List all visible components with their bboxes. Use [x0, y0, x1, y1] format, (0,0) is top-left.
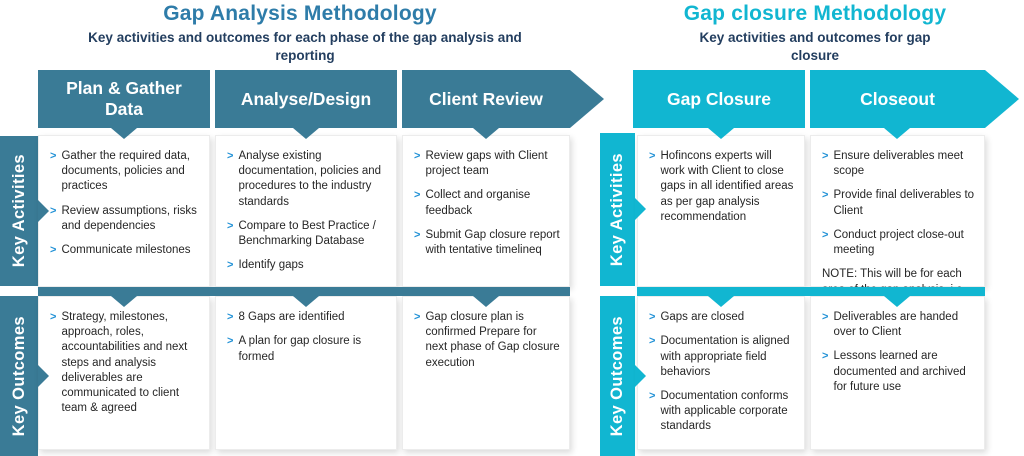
list-item: > Gaps are closed	[649, 310, 796, 325]
outcomes-cell-gap-closure: > Gaps are closed > Documentation is ali…	[637, 296, 805, 450]
chevron-bullet-icon: >	[822, 150, 829, 162]
gap-analysis-subtitle: Key activities and outcomes for each pha…	[88, 30, 522, 63]
chevron-bullet-icon: >	[649, 150, 656, 162]
gap-closure-subtitle: Key activities and outcomes for gap clos…	[699, 30, 931, 63]
list-item: > 8 Gaps are identified	[227, 310, 388, 325]
chevron-bullet-icon: >	[649, 335, 656, 348]
activities-cell-client-review: > Review gaps with Client project team >…	[402, 135, 570, 287]
key-outcomes-label: Key Outcomes	[608, 315, 626, 437]
chevron-bullet-icon: >	[822, 228, 829, 241]
key-activities-label: Key Activities	[9, 154, 28, 268]
list-item: > Ensure deliverables meet scope	[822, 149, 976, 179]
phase-header-client-review: Client Review	[402, 70, 570, 128]
list-item: > Gap closure plan is confirmed Prepare …	[414, 310, 561, 371]
key-activities-ribbon: Key Activities	[600, 133, 635, 286]
chevron-bullet-icon: >	[50, 150, 57, 162]
chevron-bullet-icon: >	[50, 311, 57, 323]
ribbon-notch-icon	[38, 365, 49, 387]
chevron-bullet-icon: >	[649, 311, 656, 323]
list-item: > Review gaps with Client project team	[414, 149, 561, 179]
chevron-bullet-icon: >	[414, 228, 421, 241]
chevron-bullet-icon: >	[822, 189, 829, 202]
chevron-bullet-icon: >	[414, 311, 421, 323]
chevron-down-icon	[293, 296, 319, 307]
chevron-down-icon	[293, 128, 319, 139]
list-item: > Hofincons experts will work with Clien…	[649, 149, 796, 225]
chevron-down-icon	[111, 128, 137, 139]
banner-arrowhead-icon	[570, 70, 604, 128]
key-activities-ribbon: Key Activities	[0, 136, 38, 286]
key-outcomes-label: Key Outcomes	[9, 315, 28, 437]
chevron-down-icon	[708, 128, 734, 139]
ribbon-notch-icon	[635, 365, 646, 387]
key-activities-label: Key Activities	[608, 152, 626, 267]
chevron-down-icon	[884, 296, 910, 307]
list-item: > Analyse existing documentation, polici…	[227, 149, 388, 210]
chevron-down-icon	[473, 128, 499, 139]
ribbon-notch-icon	[635, 198, 646, 220]
list-item: > Lessons learned are documented and arc…	[822, 349, 976, 395]
phase-header-gap-closure: Gap Closure	[633, 70, 805, 128]
list-item: > Communicate milestones	[50, 243, 201, 258]
list-item: > Gather the required data, documents, p…	[50, 149, 201, 195]
gap-analysis-title: Gap Analysis Methodology	[163, 2, 437, 25]
list-item: > Conduct project close-out meeting	[822, 228, 976, 258]
list-item: > Documentation conforms with applicable…	[649, 389, 796, 435]
chevron-bullet-icon: >	[227, 150, 234, 162]
outcomes-cell-client-review: > Gap closure plan is confirmed Prepare …	[402, 296, 570, 450]
list-item: > Collect and organise feedback	[414, 188, 561, 218]
outcomes-cell-closeout: > Deliverables are handed over to Client…	[810, 296, 985, 450]
phase-header-plan-gather-data: Plan & Gather Data	[38, 70, 210, 128]
gap-closure-title: Gap closure Methodology	[683, 2, 947, 25]
activities-cell-analyse-design: > Analyse existing documentation, polici…	[215, 135, 397, 287]
chevron-bullet-icon: >	[649, 389, 656, 402]
list-item: > Review assumptions, risks and dependen…	[50, 204, 201, 234]
banner-arrowhead-icon	[985, 70, 1019, 128]
chevron-bullet-icon: >	[227, 219, 234, 232]
list-item: > Provide final deliverables to Client	[822, 188, 976, 218]
row-separator-bar	[637, 287, 985, 296]
activities-cell-gap-closure: > Hofincons experts will work with Clien…	[637, 135, 805, 287]
list-item: > Strategy, milestones, approach, roles,…	[50, 310, 201, 416]
chevron-down-icon	[473, 296, 499, 307]
chevron-down-icon	[111, 296, 137, 307]
ribbon-notch-icon	[38, 200, 49, 222]
chevron-bullet-icon: >	[50, 204, 57, 217]
list-item: > Deliverables are handed over to Client	[822, 310, 976, 340]
chevron-bullet-icon: >	[227, 259, 234, 272]
list-item: > Submit Gap closure report with tentati…	[414, 228, 561, 258]
list-item: > Compare to Best Practice / Benchmarkin…	[227, 219, 388, 249]
chevron-bullet-icon: >	[822, 311, 829, 323]
chevron-bullet-icon: >	[414, 150, 421, 162]
outcomes-cell-plan-gather: > Strategy, milestones, approach, roles,…	[38, 296, 210, 450]
list-item: > A plan for gap closure is formed	[227, 334, 388, 364]
key-outcomes-ribbon: Key Outcomes	[0, 296, 38, 456]
chevron-down-icon	[708, 296, 734, 307]
chevron-bullet-icon: >	[822, 350, 829, 363]
chevron-down-icon	[884, 128, 910, 139]
list-item: > Identify gaps	[227, 258, 388, 273]
chevron-bullet-icon: >	[227, 311, 234, 323]
chevron-bullet-icon: >	[227, 335, 234, 348]
phase-header-analyse-design: Analyse/Design	[215, 70, 397, 128]
chevron-bullet-icon: >	[50, 243, 57, 256]
row-separator-bar	[38, 287, 570, 296]
activities-cell-plan-gather: > Gather the required data, documents, p…	[38, 135, 210, 287]
key-outcomes-ribbon: Key Outcomes	[600, 296, 635, 456]
outcomes-cell-analyse-design: > 8 Gaps are identified > A plan for gap…	[215, 296, 397, 450]
list-item: > Documentation is aligned with appropri…	[649, 334, 796, 380]
activities-cell-closeout: > Ensure deliverables meet scope > Provi…	[810, 135, 985, 327]
phase-header-closeout: Closeout	[810, 70, 985, 128]
chevron-bullet-icon: >	[414, 189, 421, 202]
